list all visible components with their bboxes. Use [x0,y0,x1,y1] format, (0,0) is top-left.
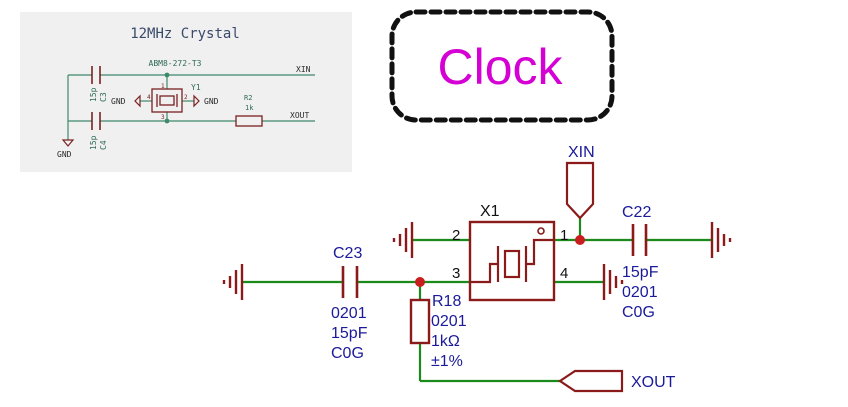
x1-pin2-number: 2 [452,227,460,244]
xin-port-symbol [565,161,595,220]
gnd-symbol-x1-pin4 [602,264,624,300]
c23-ref: C23 [333,245,362,262]
c23-size: 0201 [331,305,367,322]
c22-value: 15pF [622,264,659,281]
gnd-symbol-c22 [710,222,732,258]
main-wires [242,218,712,383]
r18-ref: R18 [432,293,461,310]
inset-junction [164,118,170,124]
x1-pin1-number: 1 [560,227,568,244]
xout-port-label: XOUT [631,374,676,391]
inset-capacitor-c4 [91,112,101,130]
inset-c3-ref: C3 [99,92,108,102]
inset-r2-value: 1k [245,104,254,112]
inset-c4-value: 15p [89,135,98,150]
xin-port-label: XIN [568,144,595,161]
inset-gnd-bottom-label: GND [57,150,72,159]
inset-part-number: ABM8-272-T3 [149,59,202,68]
c23-value: 15pF [331,325,368,342]
inset-c3-value: 15p [89,87,98,102]
inset-gnd-symbol [61,94,200,147]
inset-background [20,12,352,172]
gnd-symbol-left [222,264,244,300]
inset-gnd-right-label: GND [204,97,219,106]
c22-dielectric: C0G [622,304,655,321]
inset-crystal-pin3: 3 [161,114,165,121]
x1-pin4-number: 4 [560,265,568,282]
inset-c4-ref: C4 [99,140,108,150]
crystal-x1 [468,220,556,302]
inset-reference-schematic: 12MHz Crystal ABM8-272-T3 15p C3 [20,12,352,172]
x1-ref: X1 [480,203,500,220]
resistor-r18 [409,298,431,345]
inset-crystal-pin4: 4 [147,94,151,101]
junction-xout-node [415,277,425,287]
inset-junction [164,72,170,78]
r18-tolerance: ±1% [431,353,463,370]
clock-heading-box: Clock [389,9,615,123]
c22-size: 0201 [622,284,658,301]
inset-capacitor-c3 [91,66,101,84]
inset-title: 12MHz Crystal [130,26,240,42]
inset-crystal-y1 [151,88,183,113]
clock-heading-text: Clock [437,39,563,95]
c23-dielectric: C0G [331,345,364,362]
xout-port-symbol [558,369,624,393]
r18-size: 0201 [431,313,467,330]
c22-ref: C22 [622,204,651,221]
capacitor-c22 [631,224,648,256]
inset-crystal-pin2: 2 [184,94,188,101]
inset-xout-net-label: XOUT [290,111,309,120]
gnd-symbol-x1-pin2 [392,222,414,258]
inset-wires [67,74,315,140]
x1-pin3-number: 3 [452,265,460,282]
inset-xin-net-label: XIN [296,65,311,74]
capacitor-c23 [341,266,359,298]
r18-value: 1kΩ [431,333,460,350]
inset-crystal-pin1: 1 [161,83,165,90]
junction-xin-node [575,235,585,245]
inset-resistor-r2 [235,115,263,127]
inset-crystal-ref: Y1 [191,83,201,92]
inset-gnd-left-label: GND [111,97,126,106]
inset-r2-ref: R2 [244,94,252,102]
